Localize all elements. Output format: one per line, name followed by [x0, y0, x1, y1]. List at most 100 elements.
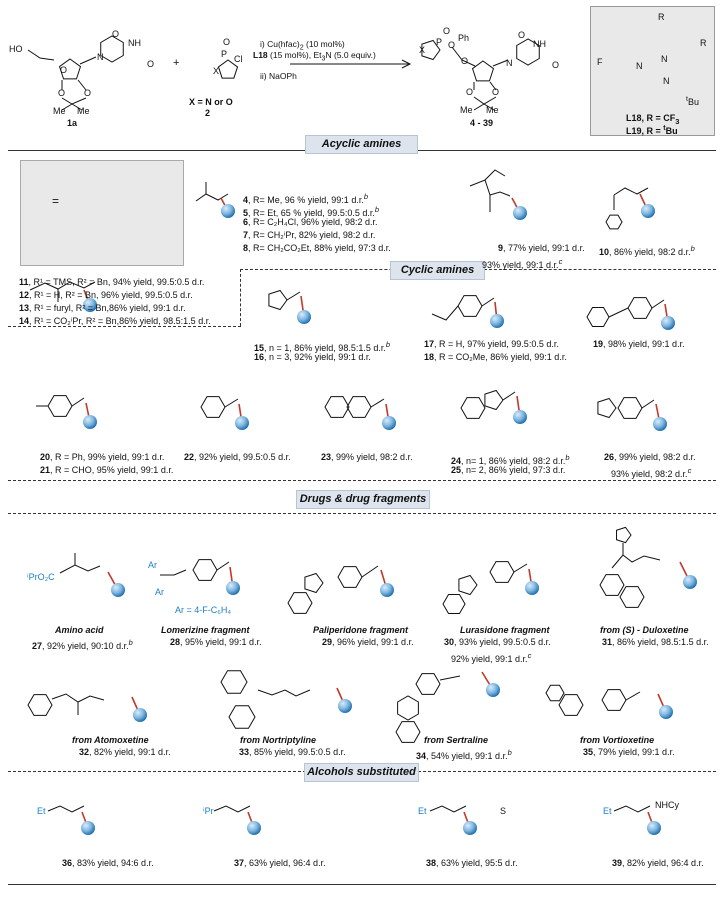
bond-path: [484, 169, 506, 181]
ligand-l18: L18, R = CF3: [626, 113, 680, 126]
bond-path: [27, 49, 55, 61]
ipro2c-label: ⁱPrO₂C: [27, 572, 55, 582]
bond-path: [516, 38, 540, 66]
bond-path: [27, 694, 53, 716]
bond-path: [61, 103, 73, 111]
atom-label: N: [663, 76, 670, 86]
product-label: 4 - 39: [470, 118, 494, 128]
compound-caption: 27, 92% yield, 90:10 d.r.b: [32, 638, 133, 651]
compound-caption: 36, 83% yield, 94:6 d.r.: [62, 858, 154, 868]
compound-caption: 20, R = Ph, 99% yield, 99:1 d.r.: [40, 452, 165, 462]
bond-path: [397, 695, 419, 721]
atom-label: O: [84, 88, 92, 98]
bond-path: [257, 689, 311, 697]
bond-path: [601, 689, 627, 711]
bond-path: [471, 60, 495, 82]
compound-caption: 92% yield, 99:1 d.r.c: [451, 651, 532, 664]
bond-path: [337, 566, 363, 588]
ligand-box: [590, 6, 715, 136]
bond-path: [47, 395, 73, 417]
bond-path: [492, 59, 509, 67]
compound-caption: 93% yield, 99:1 d.r.c: [482, 257, 563, 270]
bond-path: [605, 214, 623, 230]
bond-path: [513, 563, 528, 573]
nucleoside-ball-icon: [525, 581, 539, 595]
compound-caption: 15, n = 1, 86% yield, 98.5:1.5 d.r.b: [254, 340, 391, 353]
nucleoside-ball-icon: [235, 416, 249, 430]
dashed-divider: [8, 513, 716, 514]
atom-label: N: [506, 58, 513, 68]
bond-path: [346, 396, 372, 418]
bond-path: [627, 297, 653, 319]
bond-path: [502, 391, 516, 401]
compound-caption: 29, 96% yield, 99:1 d.r.: [322, 637, 414, 647]
atom-label: X: [419, 45, 426, 55]
bond-path: [651, 299, 665, 309]
bond-path: [473, 96, 497, 105]
compound-caption: 18, R = CO₂Me, 86% yield, 99:1 d.r.: [424, 352, 567, 362]
bond-path: [489, 81, 497, 91]
compound-caption: 31, 86% yield, 98.5:1.5 d.r.: [602, 637, 709, 647]
atom-label: O: [443, 26, 451, 36]
bond-path: [59, 564, 101, 574]
compound-caption: 11, R¹ = TMS, R² = Bn, 94% yield, 99.5:0…: [19, 277, 205, 287]
compound-caption: 32, 82% yield, 99:1 d.r.: [79, 747, 171, 757]
atom-label: P: [221, 49, 228, 59]
reagent-line-3: ii) NaOPh: [260, 71, 297, 81]
nucleoside-ball-icon: [683, 575, 697, 589]
bond-path: [641, 399, 655, 409]
nucleoside-ball-icon: [133, 708, 147, 722]
nucleoside-ball-icon: [647, 821, 661, 835]
nucleoside-ball-icon: [226, 581, 240, 595]
atom-label: X: [213, 66, 220, 76]
atom-label: Ph: [458, 33, 470, 43]
ar-definition: Ar = 4-F-C₆H₄: [175, 605, 232, 615]
compound-caption: 9, 77% yield, 99:1 d.r.: [498, 243, 585, 253]
bond-path: [213, 805, 251, 813]
bond-path: [460, 397, 486, 419]
nucleoside-ball-icon: [661, 316, 675, 330]
nucleoside-ball-icon: [380, 583, 394, 597]
nucleoside-ball-icon: [641, 204, 655, 218]
atom-label: O: [552, 60, 560, 70]
bond-path: [304, 572, 324, 594]
bond-path: [192, 559, 218, 581]
atom-label: O: [466, 87, 474, 97]
atom-label: P: [436, 37, 443, 47]
bond-path: [421, 39, 441, 61]
bond-path: [484, 389, 504, 411]
compound-caption: 21, R = CHO, 95% yield, 99:1 d.r.: [40, 465, 174, 475]
bond-path: [617, 397, 643, 419]
bond-path: [473, 103, 485, 111]
atom-label: F: [597, 57, 603, 67]
section-alcohols: Alcohols substituted: [304, 763, 419, 782]
nucleoside-ball-icon: [221, 204, 235, 218]
bond-path: [586, 306, 610, 328]
atom-label: Et: [37, 806, 46, 816]
compound-caption: 8, R= CH₂CO₂Et, 88% yield, 97:3 d.r.: [243, 243, 391, 253]
bond-path: [458, 574, 478, 596]
atom-label: Et: [418, 806, 427, 816]
xdef-label: X = N or O: [189, 97, 233, 107]
plus-sign: +: [173, 57, 180, 69]
compound-caption: 14, R¹ = CO₂ⁱPr, R² = Bn,86% yield, 98.5…: [19, 316, 211, 326]
bond-path: [100, 35, 124, 63]
bond-path: [431, 305, 459, 321]
bond-path: [415, 673, 441, 695]
atom-label: NH: [128, 38, 141, 48]
atom-label: O: [58, 88, 66, 98]
section-cyclic: Cyclic amines: [390, 261, 485, 280]
dashed-divider: [8, 326, 241, 327]
compound-caption: 12, R¹ = H, R² = Bn, 96% yield, 99.5:0.5…: [19, 290, 193, 300]
compound-caption: 16, n = 3, 92% yield, 99:1 d.r.: [254, 352, 371, 362]
atom-label: O: [448, 40, 456, 50]
bond-path: [286, 291, 301, 301]
compound-caption: 5, R= Et, 65 % yield, 99.5:0.5 d.r.b: [243, 205, 380, 218]
ar-label: Ar: [148, 560, 157, 570]
compound-caption: 37, 63% yield, 96:4 d.r.: [234, 858, 326, 868]
compound-caption: 33, 85% yield, 99.5:0.5 d.r.: [239, 747, 346, 757]
atom-label: Me: [460, 105, 473, 115]
bond-path: [51, 693, 105, 703]
atom-label: ⁱPr: [203, 806, 214, 816]
